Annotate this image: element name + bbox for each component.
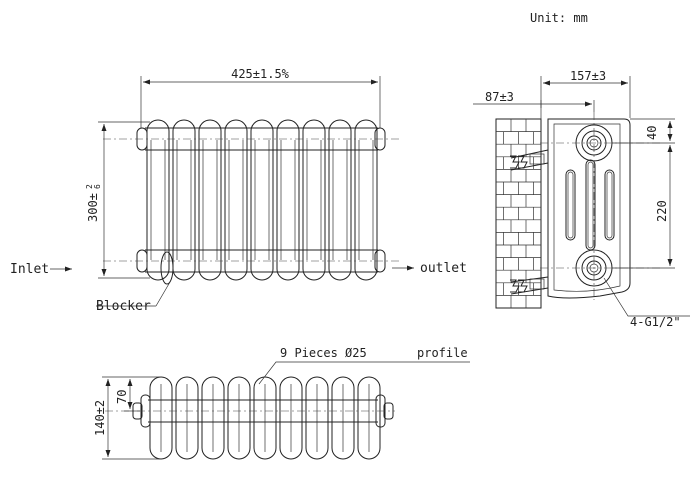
top-depth-dim: 140±2 xyxy=(93,400,107,436)
outlet-label: outlet xyxy=(420,261,467,276)
front-column xyxy=(354,119,378,281)
front-height-tol-bottom: 6 xyxy=(93,184,102,189)
front-column xyxy=(172,119,196,281)
front-column xyxy=(276,119,300,281)
front-height-tol-top: 2 xyxy=(85,184,94,189)
front-width-dim: 425±1.5% xyxy=(231,67,290,81)
front-column-inner xyxy=(228,140,244,260)
side-slots xyxy=(565,159,615,251)
front-column xyxy=(328,119,352,281)
front-view: Blocker 425±1.5% 300± 2 6 Inlet outlet xyxy=(10,67,467,314)
pieces-leader xyxy=(258,361,470,385)
top-column xyxy=(175,376,199,460)
top-column xyxy=(201,376,225,460)
top-column xyxy=(331,376,355,460)
front-height-dim: 300± xyxy=(86,193,100,222)
front-column-inner xyxy=(254,140,270,260)
front-column-inner xyxy=(306,140,322,260)
unit-label: Unit: mm xyxy=(530,11,588,25)
wall-bracket-bottom xyxy=(510,276,549,295)
top-view: 9 Pieces Ø25 profile 140±2 70 xyxy=(93,346,470,460)
side-top-offset-dim: 40 xyxy=(645,126,659,140)
top-column xyxy=(227,376,251,460)
front-column-inner xyxy=(358,140,374,260)
brick-wall-outline xyxy=(495,118,542,309)
pieces-label: 9 Pieces Ø25 xyxy=(280,346,367,360)
thread-leader xyxy=(603,277,690,317)
inlet-label: Inlet xyxy=(10,262,49,277)
front-column xyxy=(250,119,274,281)
side-body-outline xyxy=(547,118,631,299)
front-column-inner xyxy=(202,140,218,260)
front-columns xyxy=(146,119,378,281)
profile-label: profile xyxy=(417,346,468,360)
side-depth-dim: 157±3 xyxy=(570,69,606,83)
blocker-label: Blocker xyxy=(96,299,151,314)
top-header-bar xyxy=(148,399,378,423)
side-view: 4-G1/2" 157±3 87±3 40 220 xyxy=(473,69,690,329)
front-column-inner xyxy=(176,140,192,260)
brick-wall xyxy=(495,118,542,309)
front-column xyxy=(302,119,326,281)
top-half-dim: 70 xyxy=(115,390,129,404)
front-top-header xyxy=(145,127,378,151)
side-body-inner xyxy=(553,123,621,292)
top-column xyxy=(279,376,303,460)
side-centers-dim: 220 xyxy=(655,200,669,222)
front-column xyxy=(224,119,248,281)
thread-label: 4-G1/2" xyxy=(630,315,681,329)
front-bottom-header xyxy=(145,249,378,273)
front-column-inner xyxy=(280,140,296,260)
blocker-shape xyxy=(160,251,174,285)
blocker-leader xyxy=(96,281,171,307)
wall-bracket-top xyxy=(510,149,549,171)
top-columns xyxy=(149,376,381,460)
front-column-inner xyxy=(150,140,166,260)
front-column xyxy=(198,119,222,281)
front-column xyxy=(146,119,170,281)
top-column xyxy=(253,376,277,460)
top-column xyxy=(357,376,381,460)
top-column xyxy=(305,376,329,460)
front-column-inner xyxy=(332,140,348,260)
side-wall-dim: 87±3 xyxy=(485,90,514,104)
